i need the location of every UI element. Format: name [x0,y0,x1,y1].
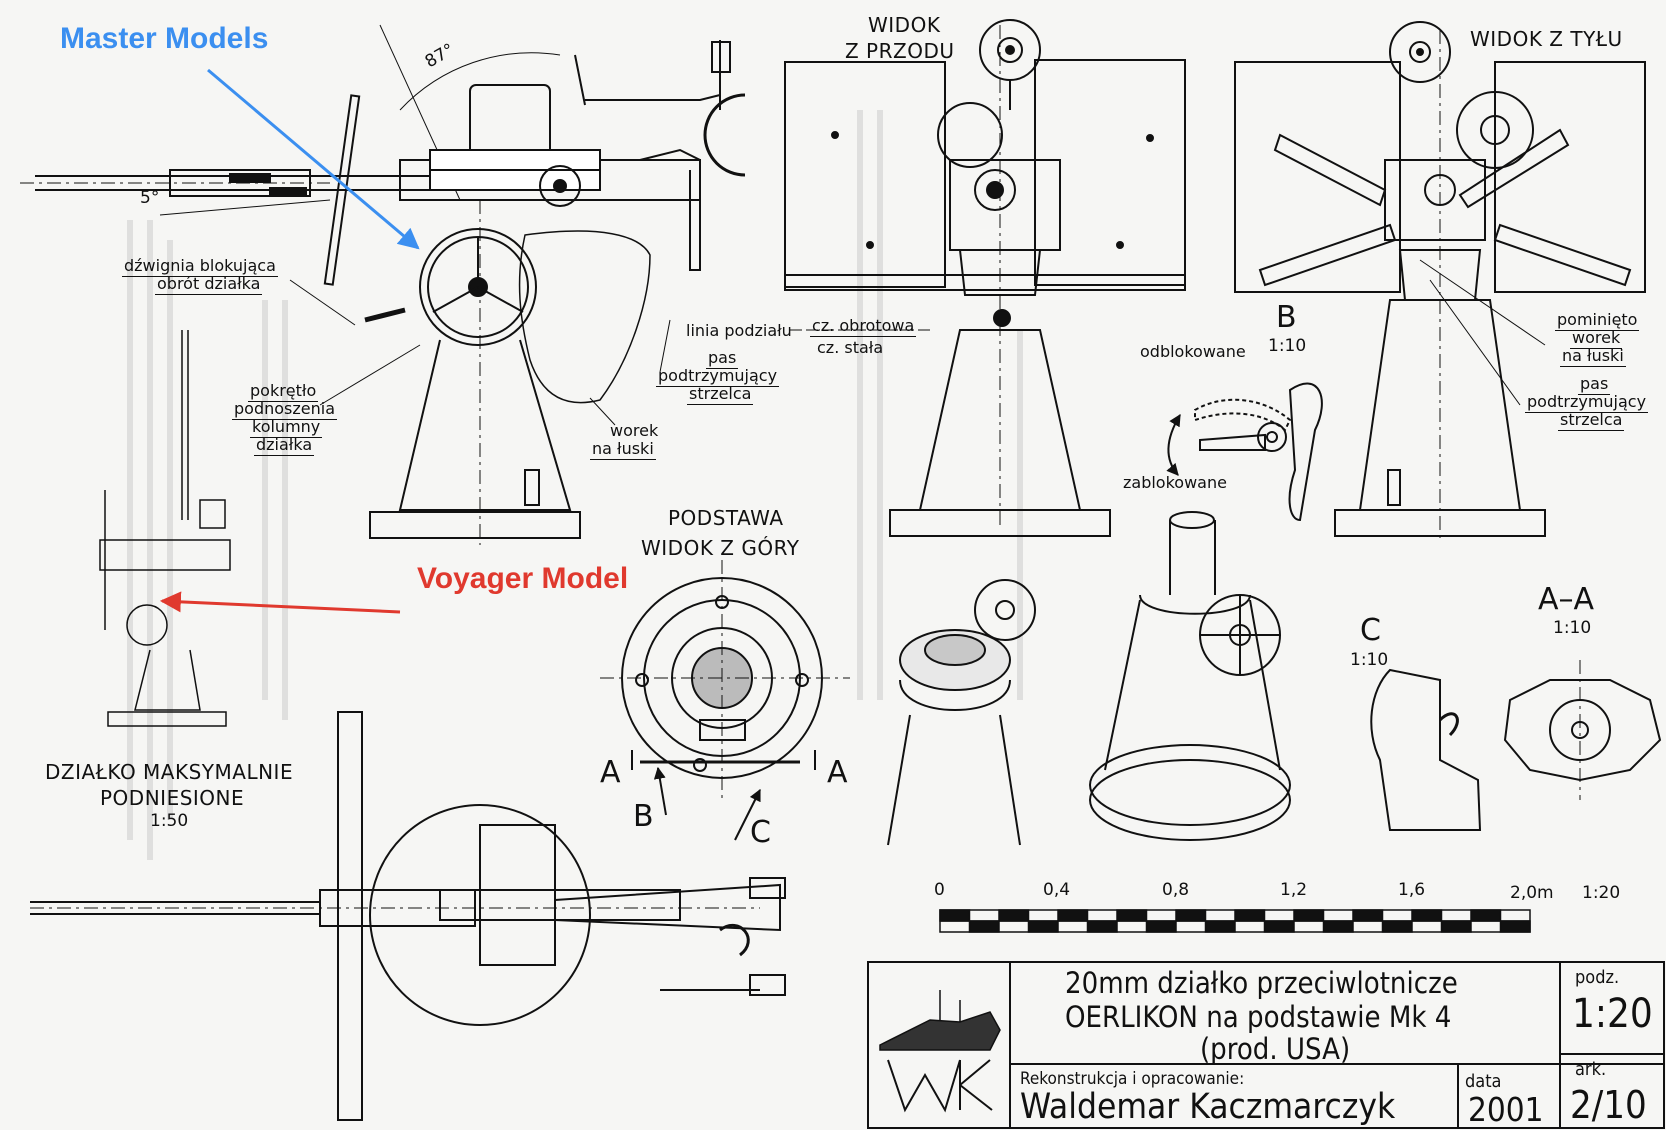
rotating-part-label: cz. obrotowa [810,316,917,337]
front-view [784,19,1186,537]
drawing-title-line1: 20mm działko przeciwlotnicze [1065,966,1458,1000]
rear-view-leaders [1419,259,1546,406]
side-view-leaders [289,279,930,426]
knob-label-line3: kolumny [250,417,323,438]
drawing-title-line3: (prod. USA) [1200,1032,1351,1066]
strap-label-line1: pas [706,348,739,369]
voyager-model-arrow [159,591,401,614]
credit-label: Rekonstrukcja i opracowanie: [1020,1069,1245,1089]
scale-tick-0: 0 [934,880,945,900]
lever-label-line2: obrót działka [155,274,263,295]
plan-view [30,711,786,1121]
rear-strap-label-line1: pas [1578,374,1611,395]
omitted-label-line2: worek [1570,328,1623,349]
knob-label-line4: działka [254,435,315,456]
scale-ratio: 1:20 [1582,883,1621,903]
rear-strap-label-line2: podtrzymujący [1525,392,1649,413]
background-texture [127,110,1023,860]
base-top-view [600,560,850,841]
scale-field-value: 1:20 [1572,991,1653,1037]
rear-view [1234,21,1646,540]
drawing-title-line2: OERLIKON na podstawie Mk 4 [1065,1000,1452,1034]
detail-c-letter: C [1360,613,1381,648]
master-models-annotation: Master Models [60,22,269,55]
rear-view-title: WIDOK Z TYŁU [1470,27,1623,51]
depression-angle-label: 5° [140,188,160,208]
raised-view-title-line2: PODNIESIONE [100,786,245,810]
knob-label-line1: pokrętło [248,381,319,402]
voyager-model-annotation: Voyager Model [417,562,629,595]
detail-mark-c: C [750,815,771,850]
fixed-part-label: cz. stała [817,338,884,357]
author-name: Waldemar Kaczmarczyk [1020,1087,1396,1127]
master-models-arrow [207,68,420,250]
detail-c-and-section-aa [1370,660,1662,831]
scale-tick-4: 1,6 [1398,880,1426,900]
sheet-field-value: 2/10 [1570,1083,1647,1127]
section-mark-a-left: A [600,755,621,790]
omitted-label-line3: na łuski [1560,346,1626,367]
scale-tick-1: 0,4 [1043,880,1071,900]
unlocked-label: odblokowane [1140,342,1246,361]
scale-tick-2: 0,8 [1162,880,1190,900]
locked-label: zablokowane [1123,473,1227,492]
strap-label-line2: podtrzymujący [656,366,780,387]
bag-label-line2: na łuski [590,439,656,460]
base-title-line1: PODSTAWA [668,506,784,530]
omitted-label-line1: pominięto [1555,310,1640,331]
strap-label-line3: strzelca [687,384,754,405]
title-block-frame [867,961,1665,1129]
detail-b-scale: 1:10 [1268,336,1307,356]
knob-label-line2: podnoszenia [232,399,337,420]
detail-mark-b: B [633,799,654,834]
front-view-title-line1: WIDOK [868,13,941,37]
detail-b [1166,382,1323,522]
date-field-value: 2001 [1468,1090,1544,1129]
bag-label-line1: worek [610,421,659,440]
front-view-title-line2: Z PRZODU [845,39,955,63]
raised-gun-view [99,330,231,727]
scale-tick-5: 2,0m [1510,883,1554,903]
rear-strap-label-line3: strzelca [1558,410,1625,431]
section-aa-scale: 1:10 [1553,618,1592,638]
section-aa-title: A–A [1538,582,1595,617]
detail-c-scale: 1:10 [1350,650,1389,670]
scale-bar [939,909,1531,933]
scale-field-label: podz. [1575,967,1620,988]
scale-tick-3: 1,2 [1280,880,1308,900]
division-line-label: linia podziału [686,321,792,340]
logo-ship [879,990,1001,1113]
raised-view-scale: 1:50 [150,811,189,831]
column-3d-views [887,511,1291,846]
base-title-line2: WIDOK Z GÓRY [641,536,800,560]
sheet-field-label: ark. [1575,1059,1607,1080]
side-view [20,24,746,545]
date-field-label: data [1465,1071,1502,1092]
detail-b-letter: B [1276,300,1297,335]
lever-label-line1: dźwignia blokująca [122,256,278,277]
section-mark-a-right: A [827,755,848,790]
raised-view-title-line1: DZIAŁKO MAKSYMALNIE [45,760,294,784]
